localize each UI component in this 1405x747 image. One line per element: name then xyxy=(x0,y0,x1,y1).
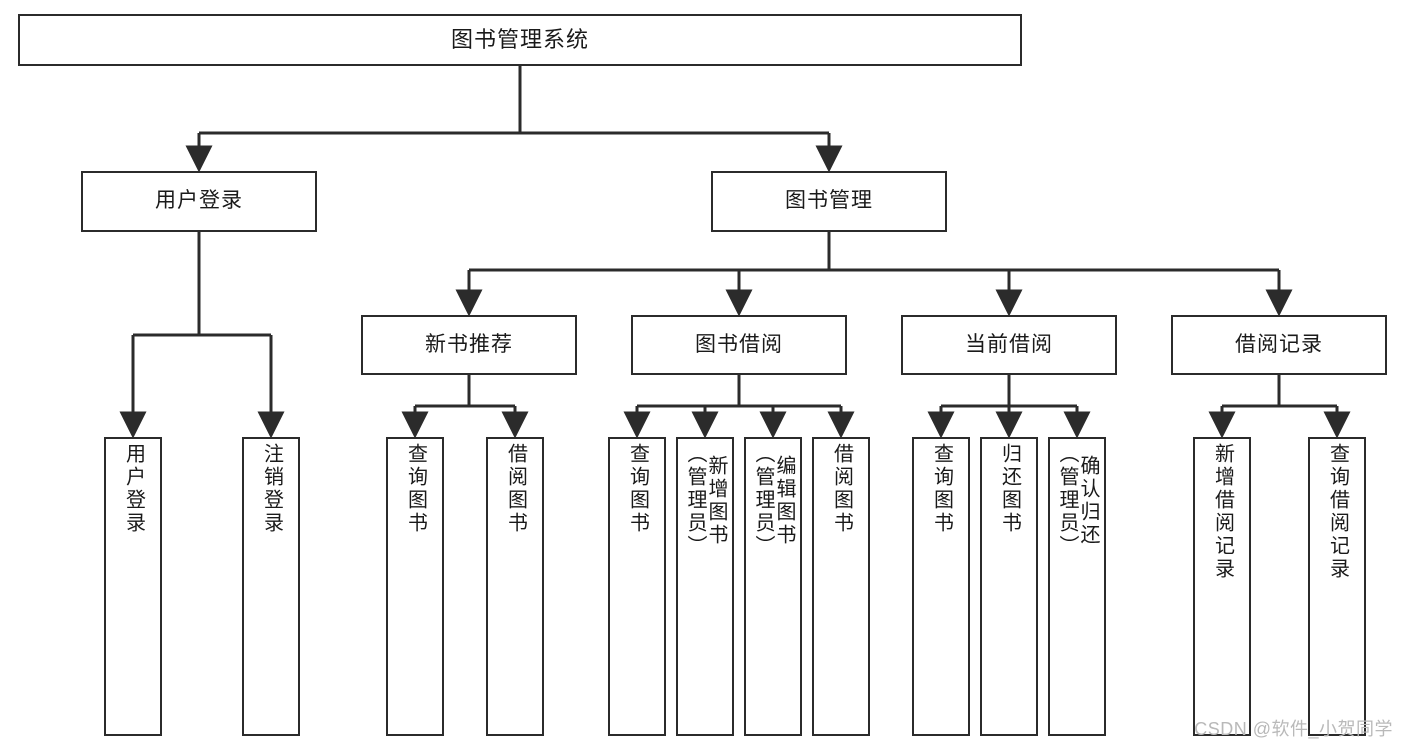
leaf-user-login-logout[interactable]: 注销登录 xyxy=(242,437,300,736)
node-label: 借阅图书 xyxy=(830,443,853,535)
node-book-management[interactable]: 图书管理 xyxy=(711,171,947,232)
node-label: 编辑图书 （管理员） xyxy=(752,443,795,558)
leaf-book-borrow-edit-book-admin[interactable]: 编辑图书 （管理员） xyxy=(744,437,802,736)
leaf-borrow-record-query-record[interactable]: 查询借阅记录 xyxy=(1308,437,1366,736)
leaf-book-borrow-borrow-books[interactable]: 借阅图书 xyxy=(812,437,870,736)
node-label: 查询图书 xyxy=(930,443,953,535)
node-current-borrow[interactable]: 当前借阅 xyxy=(901,315,1117,375)
node-label: 新书推荐 xyxy=(425,332,513,356)
node-root-book-management-system[interactable]: 图书管理系统 xyxy=(18,14,1022,66)
node-label: 确认归还 （管理员） xyxy=(1056,443,1099,558)
leaf-current-borrow-confirm-return-admin[interactable]: 确认归还 （管理员） xyxy=(1048,437,1106,736)
node-label: 当前借阅 xyxy=(965,332,1053,356)
node-label: 图书管理 xyxy=(785,189,873,213)
leaf-current-borrow-return-books[interactable]: 归还图书 xyxy=(980,437,1038,736)
node-new-book-recommend[interactable]: 新书推荐 xyxy=(361,315,577,375)
leaf-new-book-borrow-books[interactable]: 借阅图书 xyxy=(486,437,544,736)
node-label: 查询图书 xyxy=(404,443,427,535)
leaf-borrow-record-add-record[interactable]: 新增借阅记录 xyxy=(1193,437,1251,736)
node-label: 图书管理系统 xyxy=(450,27,589,53)
node-label: 图书借阅 xyxy=(695,332,783,356)
leaf-book-borrow-add-book-admin[interactable]: 新增图书 （管理员） xyxy=(676,437,734,736)
node-label: 用户登录 xyxy=(122,443,145,535)
node-user-login[interactable]: 用户登录 xyxy=(81,171,317,232)
node-label: 查询借阅记录 xyxy=(1326,443,1349,581)
watermark: CSDN @软件_小贺同学 xyxy=(1194,719,1393,739)
node-borrow-record[interactable]: 借阅记录 xyxy=(1171,315,1387,375)
node-label: 借阅记录 xyxy=(1235,332,1323,356)
node-label: 新增借阅记录 xyxy=(1211,443,1234,581)
node-label: 借阅图书 xyxy=(504,443,527,535)
node-label: 查询图书 xyxy=(626,443,649,535)
node-label: 用户登录 xyxy=(155,189,243,213)
leaf-current-borrow-query-books[interactable]: 查询图书 xyxy=(912,437,970,736)
node-book-borrow[interactable]: 图书借阅 xyxy=(631,315,847,375)
leaf-user-login-login[interactable]: 用户登录 xyxy=(104,437,162,736)
node-label: 新增图书 （管理员） xyxy=(684,443,727,558)
leaf-new-book-query-books[interactable]: 查询图书 xyxy=(386,437,444,736)
leaf-book-borrow-query-books[interactable]: 查询图书 xyxy=(608,437,666,736)
node-label: 归还图书 xyxy=(998,443,1021,535)
node-label: 注销登录 xyxy=(260,443,283,535)
